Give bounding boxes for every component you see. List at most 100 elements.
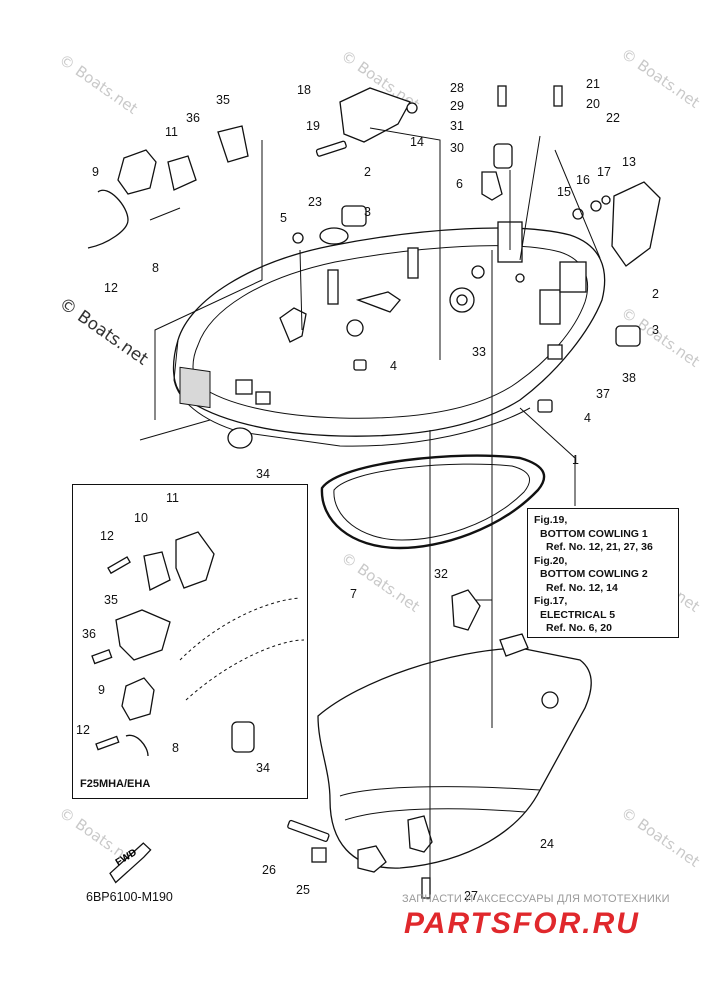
brand-tagline: ЗАПЧАСТИ И АКСЕССУАРЫ ДЛЯ МОТОТЕХНИКИ xyxy=(402,893,670,905)
part-4-mid xyxy=(353,359,367,371)
inset-label: F25MHA/EHA xyxy=(80,778,151,790)
ref-line: BOTTOM COWLING 2 xyxy=(540,568,648,580)
inset-callout-12: 12 xyxy=(100,529,114,543)
leader-lines xyxy=(139,127,601,898)
watermark-text: © Boats.net xyxy=(56,51,141,118)
ref-line: Ref. No. 12, 14 xyxy=(546,581,618,594)
callout-34: 34 xyxy=(256,467,270,481)
callout-4: 4 xyxy=(584,411,591,425)
inset-part-34 xyxy=(231,721,255,753)
callout-8: 8 xyxy=(152,261,159,275)
inset-callout-34: 34 xyxy=(256,761,270,775)
callout-12: 12 xyxy=(104,281,118,295)
part-28 xyxy=(497,85,507,107)
inset-part-36 xyxy=(91,649,113,665)
inset-callout-35: 35 xyxy=(104,593,118,607)
ref-line: ELECTRICAL 5 xyxy=(540,608,616,621)
callout-9: 9 xyxy=(92,165,99,179)
part-16 xyxy=(590,200,602,212)
bottom-cowling-tray xyxy=(172,221,606,447)
part-25 xyxy=(311,847,327,863)
inset-part-10 xyxy=(143,551,171,591)
inset-part-11 xyxy=(175,531,215,589)
inset-part-12-b xyxy=(95,735,120,751)
callout-17: 17 xyxy=(597,165,611,179)
inset-callout-8: 8 xyxy=(172,741,179,755)
inset-callout-10: 10 xyxy=(134,511,148,525)
callout-15: 15 xyxy=(557,185,571,199)
diagram-code: 6BP6100-M190 xyxy=(86,890,173,904)
callout-5: 5 xyxy=(280,211,287,225)
part-23 xyxy=(319,227,349,245)
part-26 xyxy=(287,819,330,842)
callout-16: 16 xyxy=(576,173,590,187)
callout-29: 29 xyxy=(450,99,464,113)
ref-line: Fig.17, xyxy=(534,595,568,607)
callout-numbers: 1 2 2 3 3 4 4 5 6 7 8 9 11 12 13 14 15 1… xyxy=(92,77,659,903)
part-34 xyxy=(227,427,253,449)
callout-3: 3 xyxy=(652,323,659,337)
callout-1: 1 xyxy=(572,453,579,467)
inset-part-8 xyxy=(125,734,149,757)
inset-frame xyxy=(72,484,308,799)
callout-11: 11 xyxy=(165,125,178,139)
inset-drawing: 11 10 12 35 36 9 12 8 34 xyxy=(76,491,305,775)
part-4-lower xyxy=(537,399,553,413)
part-9 xyxy=(117,149,157,195)
part-14 xyxy=(406,102,418,114)
part-18 xyxy=(339,87,411,143)
ref-line: Fig.20, xyxy=(534,554,568,567)
callout-2: 2 xyxy=(652,287,659,301)
callout-19: 19 xyxy=(306,119,320,133)
callout-35: 35 xyxy=(216,93,230,107)
watermark-text: © Boats.net xyxy=(618,804,703,871)
watermark-text: © Boats.net xyxy=(618,45,703,112)
callout-32: 32 xyxy=(434,567,448,581)
callout-37: 37 xyxy=(596,387,610,401)
brand-logo: PARTSFOR.RU xyxy=(404,907,640,940)
ref-line: BOTTOM COWLING 1 xyxy=(540,527,648,540)
callout-4: 4 xyxy=(390,359,397,373)
part-21 xyxy=(553,85,563,107)
lower-cowling-pan-24 xyxy=(317,633,592,873)
callout-27: 27 xyxy=(464,889,478,903)
part-17 xyxy=(601,195,611,205)
callout-6: 6 xyxy=(456,177,463,191)
callout-18: 18 xyxy=(297,83,311,97)
callout-36: 36 xyxy=(186,111,200,125)
callout-3: 3 xyxy=(364,205,371,219)
part-32 xyxy=(451,589,481,631)
inset-part-35 xyxy=(115,609,171,661)
inset-callout-9: 9 xyxy=(98,683,105,697)
callout-7: 7 xyxy=(350,587,357,601)
ref-line: Ref. No. 6, 20 xyxy=(546,622,612,634)
part-19 xyxy=(315,140,347,157)
callout-20: 20 xyxy=(586,97,600,111)
callout-25: 25 xyxy=(296,883,310,897)
part-6 xyxy=(481,171,503,201)
inset-callout-11: 11 xyxy=(166,491,179,505)
small-parts xyxy=(87,85,661,899)
callout-21: 21 xyxy=(586,77,600,91)
watermark-text-dark: © Boats.net xyxy=(55,294,152,370)
part-35 xyxy=(217,125,249,163)
part-3-right xyxy=(615,325,641,347)
ref-line: Fig.19, xyxy=(534,514,568,526)
callout-33: 33 xyxy=(472,345,486,359)
inset-part-9 xyxy=(121,677,155,721)
callout-2: 2 xyxy=(364,165,371,179)
part-3-top xyxy=(341,205,367,227)
part-13 xyxy=(611,181,661,267)
callout-28: 28 xyxy=(450,81,464,95)
part-11 xyxy=(167,155,197,191)
watermark-text: © Boats.net xyxy=(338,549,423,616)
inset-callout-12: 12 xyxy=(76,723,90,737)
callout-31: 31 xyxy=(450,119,464,133)
callout-38: 38 xyxy=(622,371,636,385)
callout-23: 23 xyxy=(308,195,322,209)
inset-part-12-a xyxy=(107,556,131,575)
callout-26: 26 xyxy=(262,863,276,877)
callout-24: 24 xyxy=(540,837,554,851)
ref-line: Ref. No. 12, 21, 27, 36 xyxy=(546,541,653,553)
